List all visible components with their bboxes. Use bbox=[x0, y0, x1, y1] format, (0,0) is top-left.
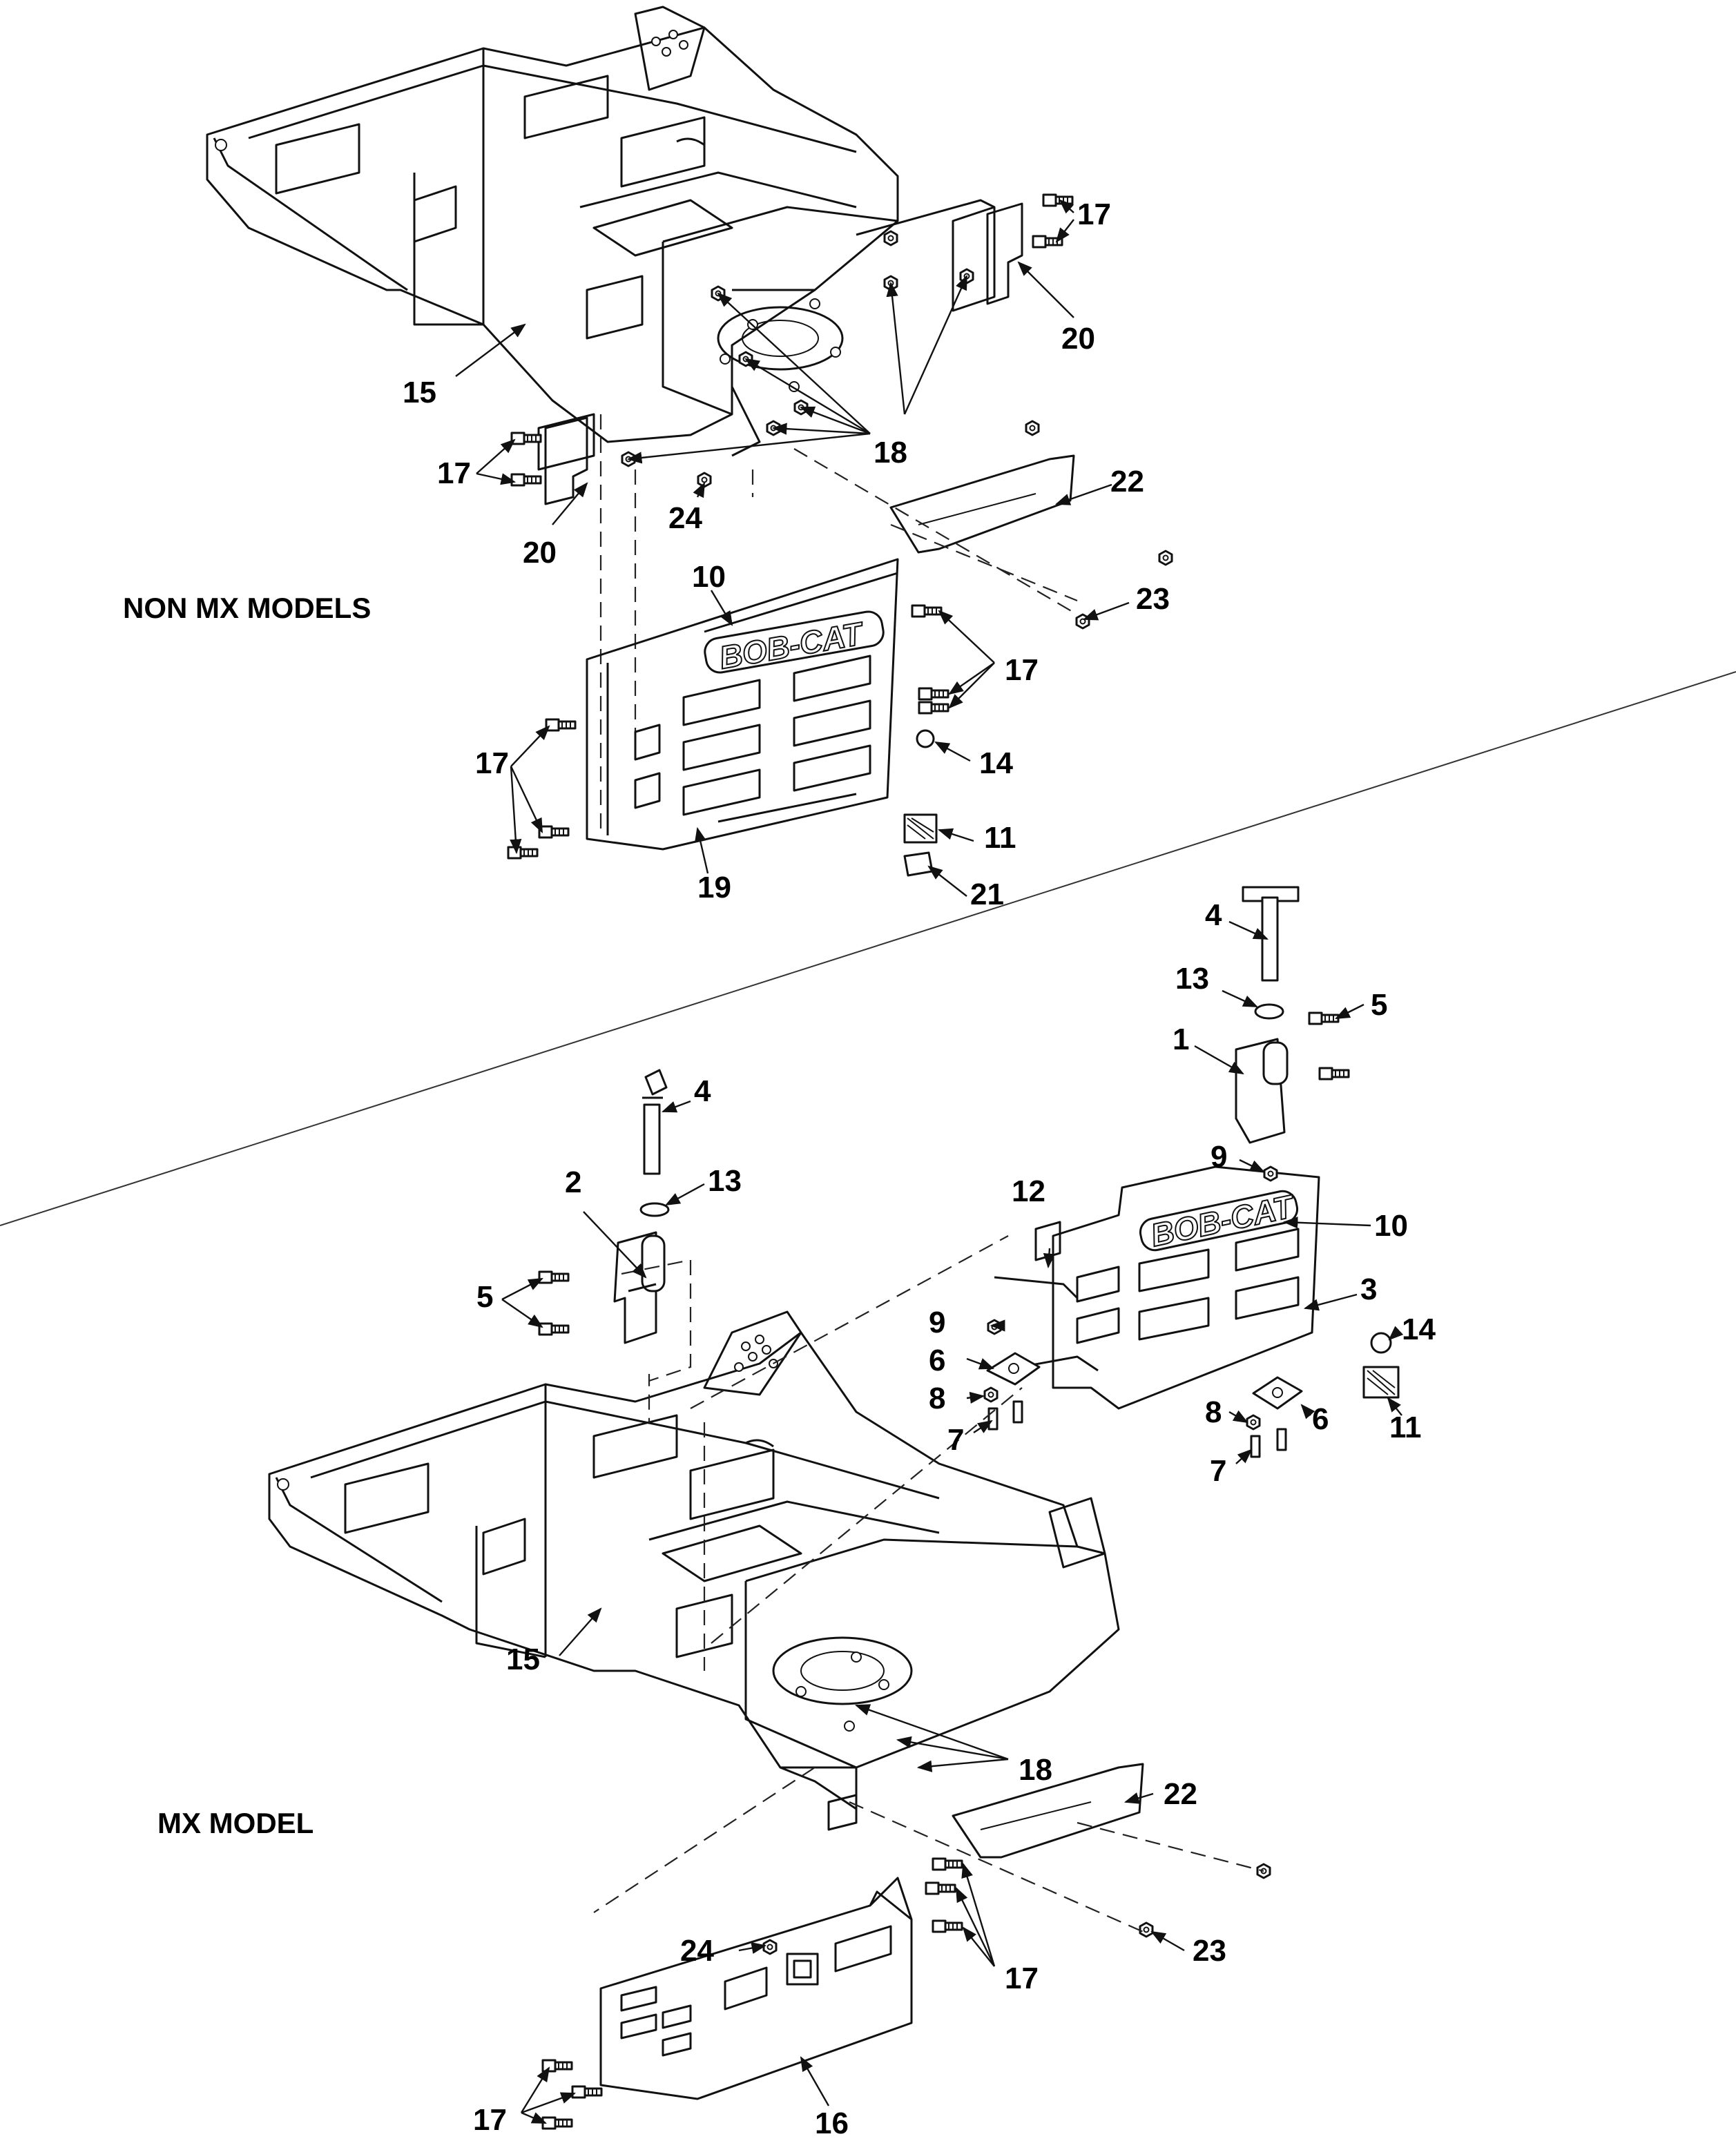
isolator-6-right bbox=[1252, 1376, 1303, 1410]
callout-17: 17 bbox=[473, 2103, 507, 2137]
callout-17: 17 bbox=[437, 456, 471, 490]
callout-8: 8 bbox=[929, 1382, 945, 1415]
section-title-mx: MX MODEL bbox=[157, 1807, 314, 1839]
callout-23: 23 bbox=[1193, 1934, 1226, 1968]
bolt-7-left bbox=[987, 1400, 1023, 1431]
callout-9: 9 bbox=[1211, 1140, 1227, 1174]
bracket-20-upper bbox=[986, 202, 1023, 305]
callout-22: 22 bbox=[1110, 465, 1144, 498]
callout-12: 12 bbox=[1012, 1174, 1045, 1208]
callout-18: 18 bbox=[874, 436, 907, 469]
callout-6: 6 bbox=[1312, 1402, 1329, 1436]
callout-4: 4 bbox=[694, 1074, 711, 1108]
callout-14: 14 bbox=[1402, 1312, 1436, 1346]
callout-2: 2 bbox=[565, 1165, 581, 1199]
front-panel-16 bbox=[599, 1877, 913, 2100]
callout-22: 22 bbox=[1164, 1777, 1197, 1811]
callout-19: 19 bbox=[697, 871, 731, 904]
section-divider bbox=[0, 671, 1736, 1226]
isolator-6-left bbox=[986, 1352, 1041, 1386]
washer-13-right bbox=[1254, 1003, 1284, 1020]
bracket-2 bbox=[613, 1231, 666, 1344]
frame-main-mx bbox=[268, 1310, 1120, 1831]
callout-17: 17 bbox=[1005, 1961, 1039, 1995]
callout-6: 6 bbox=[929, 1344, 945, 1377]
front-grille-19: BOB-CAT bbox=[586, 558, 899, 851]
mx-frame-assembly: BOB-CAT bbox=[268, 886, 1400, 2130]
callout-1: 1 bbox=[1173, 1023, 1189, 1056]
decal-12 bbox=[1034, 1221, 1061, 1261]
washer-13-left bbox=[639, 1202, 670, 1217]
callout-17: 17 bbox=[475, 746, 509, 780]
bracket-1 bbox=[1235, 1038, 1289, 1144]
callout-3: 3 bbox=[1360, 1272, 1377, 1306]
decal-21 bbox=[903, 851, 934, 877]
callout-11: 11 bbox=[1389, 1411, 1422, 1444]
callout-5: 5 bbox=[476, 1280, 493, 1314]
callout-20: 20 bbox=[1061, 322, 1095, 356]
leaders-upper bbox=[455, 199, 1130, 897]
callout-5: 5 bbox=[1371, 988, 1387, 1022]
callout-13: 13 bbox=[1175, 962, 1209, 996]
non-mx-frame-assembly: BOB-CAT bbox=[206, 6, 1173, 877]
callout-24: 24 bbox=[680, 1934, 714, 1968]
plug-14-upper bbox=[916, 729, 935, 748]
callout-10: 10 bbox=[692, 560, 726, 594]
callout-17: 17 bbox=[1077, 197, 1111, 231]
callout-11: 11 bbox=[984, 821, 1016, 855]
callout-16: 16 bbox=[815, 2106, 849, 2140]
callout-15: 15 bbox=[506, 1643, 540, 1676]
pivot-pin-4-right bbox=[1242, 886, 1300, 982]
callout-10: 10 bbox=[1374, 1209, 1408, 1243]
callout-7: 7 bbox=[1210, 1454, 1226, 1488]
logo-bobcat-lower: BOB-CAT bbox=[1148, 1188, 1299, 1253]
skid-plate-22-lower bbox=[952, 1763, 1144, 1859]
callout-24: 24 bbox=[668, 501, 702, 535]
callout-17: 17 bbox=[1005, 653, 1039, 687]
section-title-non-mx: NON MX MODELS bbox=[123, 592, 371, 624]
callout-20: 20 bbox=[523, 536, 557, 570]
callout-23: 23 bbox=[1136, 582, 1170, 616]
callout-13: 13 bbox=[708, 1164, 742, 1198]
callout-4: 4 bbox=[1205, 898, 1222, 932]
callout-21: 21 bbox=[970, 878, 1004, 911]
callout-14: 14 bbox=[979, 746, 1013, 780]
plug-14-lower bbox=[1370, 1332, 1392, 1354]
pivot-pin-4-left bbox=[642, 1069, 668, 1175]
callout-8: 8 bbox=[1205, 1395, 1222, 1429]
callout-15: 15 bbox=[403, 376, 436, 409]
leaders-lower bbox=[501, 920, 1404, 2124]
callout-7: 7 bbox=[947, 1423, 964, 1457]
bolt-7-right bbox=[1250, 1428, 1287, 1458]
frame-main bbox=[206, 6, 996, 471]
callout-9: 9 bbox=[929, 1306, 945, 1339]
skid-plate-22-upper bbox=[889, 454, 1075, 554]
callout-18: 18 bbox=[1019, 1753, 1052, 1787]
bracket-20-lower bbox=[544, 416, 588, 505]
